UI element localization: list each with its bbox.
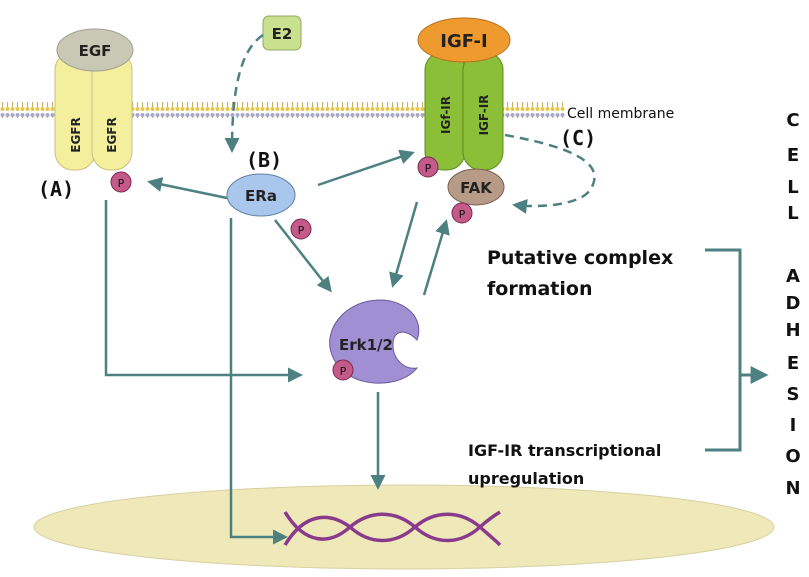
svg-text:E2: E2 bbox=[272, 25, 293, 43]
svg-text:P: P bbox=[298, 224, 305, 237]
svg-text:IGf-IR: IGf-IR bbox=[439, 96, 453, 134]
arrow-igfr-fak bbox=[504, 133, 596, 214]
cell-membrane-label: Cell membrane bbox=[567, 106, 674, 122]
svg-text:EGFR: EGFR bbox=[105, 117, 119, 152]
igfr-up-line-2: upregulation bbox=[468, 469, 584, 488]
erk-protein bbox=[329, 299, 420, 384]
bracket bbox=[705, 248, 742, 452]
arrow-era-igfr bbox=[317, 149, 415, 187]
egfr-receptor: EGF EGFR EGFR bbox=[54, 28, 134, 171]
svg-text:A: A bbox=[786, 266, 800, 287]
svg-text:E: E bbox=[787, 353, 799, 374]
dna-helix bbox=[283, 510, 502, 547]
phospho-erk: P bbox=[332, 359, 354, 381]
svg-text:IGF-IR: IGF-IR bbox=[477, 95, 491, 136]
igf-ligand bbox=[417, 17, 511, 63]
svg-text:L: L bbox=[787, 177, 798, 198]
svg-text:FAK: FAK bbox=[460, 179, 493, 197]
svg-text:Erk1/2: Erk1/2 bbox=[339, 336, 393, 354]
svg-text:O: O bbox=[785, 446, 800, 467]
era-receptor bbox=[226, 173, 296, 217]
nucleus bbox=[33, 484, 775, 570]
complex-line-1: Putative complex bbox=[487, 247, 673, 269]
cell-membrane bbox=[0, 102, 565, 118]
svg-text:P: P bbox=[459, 208, 466, 221]
svg-text:E: E bbox=[787, 145, 799, 166]
svg-text:EGF: EGF bbox=[79, 42, 112, 60]
svg-text:P: P bbox=[425, 162, 432, 175]
svg-text:EGFR: EGFR bbox=[69, 117, 83, 152]
arrow-era-egfr bbox=[147, 177, 228, 200]
phospho-fak: P bbox=[451, 202, 473, 224]
igfr-up-line-1: IGF-IR transcriptional bbox=[468, 441, 661, 460]
svg-text:P: P bbox=[340, 365, 347, 378]
svg-text:P: P bbox=[118, 177, 125, 190]
svg-text:H: H bbox=[785, 320, 800, 341]
svg-text:D: D bbox=[786, 293, 801, 314]
svg-text:L: L bbox=[787, 203, 798, 224]
fak-protein bbox=[447, 168, 505, 206]
svg-text:S: S bbox=[787, 384, 800, 405]
svg-text:ERa: ERa bbox=[245, 187, 277, 205]
svg-text:N: N bbox=[785, 478, 800, 499]
egf-ligand bbox=[56, 28, 134, 72]
svg-text:C: C bbox=[786, 110, 799, 131]
phospho-egfr: P bbox=[110, 171, 132, 193]
e2-ligand bbox=[262, 15, 302, 51]
label-c: (C) bbox=[560, 126, 596, 150]
phospho-igfr: P bbox=[417, 156, 439, 178]
cell-letters: C E L L bbox=[786, 110, 799, 224]
phospho-era: P bbox=[290, 218, 312, 240]
adhesion-letters: A D H E S I O N bbox=[785, 266, 800, 499]
svg-text:I: I bbox=[790, 415, 797, 436]
igfr-receptor: IGF-I IGf-IR IGF-IR bbox=[417, 17, 511, 171]
label-b: (B) bbox=[246, 148, 282, 172]
arrow-era-erk bbox=[274, 219, 332, 293]
label-a: (A) bbox=[38, 177, 74, 201]
svg-text:IGF-I: IGF-I bbox=[440, 31, 487, 52]
arrow-era-dna bbox=[229, 218, 288, 545]
arrow-egfr-erk bbox=[104, 200, 303, 383]
complex-line-2: formation bbox=[487, 278, 592, 300]
arrow-igfr-erk bbox=[389, 201, 419, 288]
arrow-e2-era bbox=[224, 33, 264, 153]
arrow-erk-fak bbox=[422, 219, 450, 296]
